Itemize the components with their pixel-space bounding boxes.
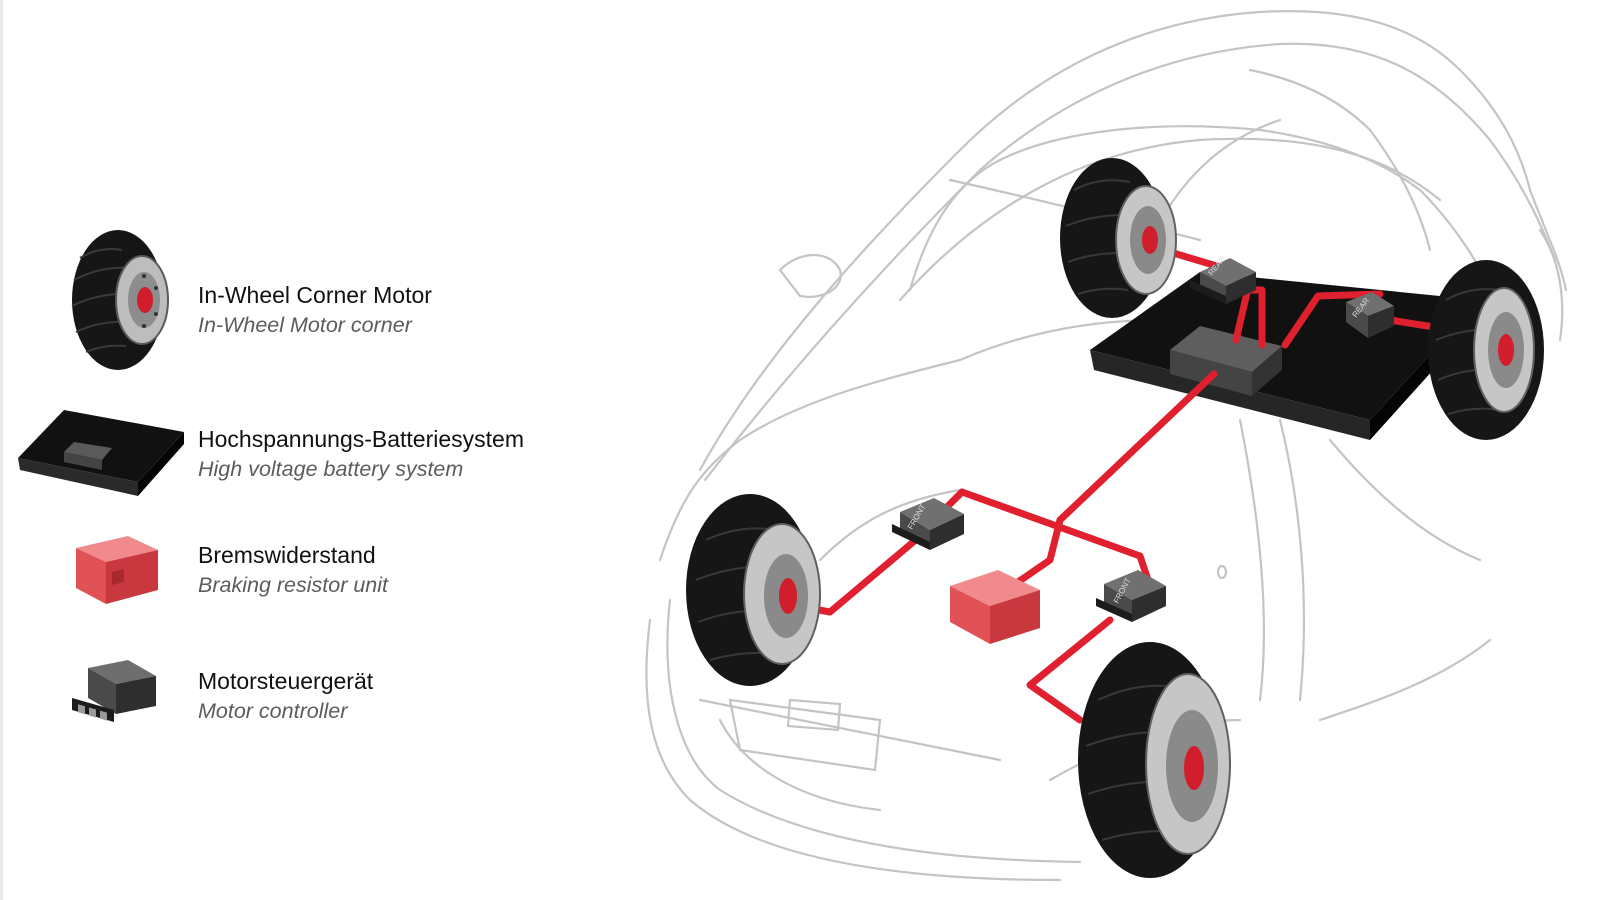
wheel-rear-right	[1428, 260, 1544, 440]
wheel-motor-icon	[71, 230, 169, 370]
legend-subtitle: High voltage battery system	[198, 457, 464, 481]
motor-controller-icon	[72, 660, 156, 722]
legend-item-battery: Hochspannungs-Batteriesystem High voltag…	[0, 400, 600, 540]
braking-resistor-unit	[950, 570, 1040, 644]
left-edge-rule	[0, 0, 3, 900]
legend-title: Bremswiderstand	[198, 542, 376, 568]
wheel-front-right	[1078, 642, 1231, 878]
legend-item-braking-resistor: Bremswiderstand Braking resistor unit	[0, 524, 600, 664]
legend-item-in-wheel-motor: In-Wheel Corner Motor In-Wheel Motor cor…	[0, 222, 600, 370]
braking-resistor-icon	[76, 536, 158, 604]
legend-subtitle: Motor controller	[198, 699, 348, 723]
legend-title: Hochspannungs-Batteriesystem	[198, 426, 524, 452]
legend-title: In-Wheel Corner Motor	[198, 282, 432, 308]
legend-title: Motorsteuergerät	[198, 668, 374, 694]
motor-controller-front-right: FRONT	[1096, 570, 1166, 622]
legend-subtitle: Braking resistor unit	[198, 573, 388, 597]
motor-controller-front-left: FRONT	[892, 498, 964, 550]
legend-subtitle: In-Wheel Motor corner	[198, 313, 412, 337]
wheel-front-left	[686, 494, 821, 686]
motor-controller-rear-right: REAR	[1346, 292, 1394, 338]
battery-icon	[18, 410, 184, 496]
battery-pack	[1090, 272, 1480, 440]
wheel-rear-left	[1060, 158, 1177, 318]
legend-item-motor-controller: Motorsteuergerät Motor controller	[0, 650, 600, 790]
